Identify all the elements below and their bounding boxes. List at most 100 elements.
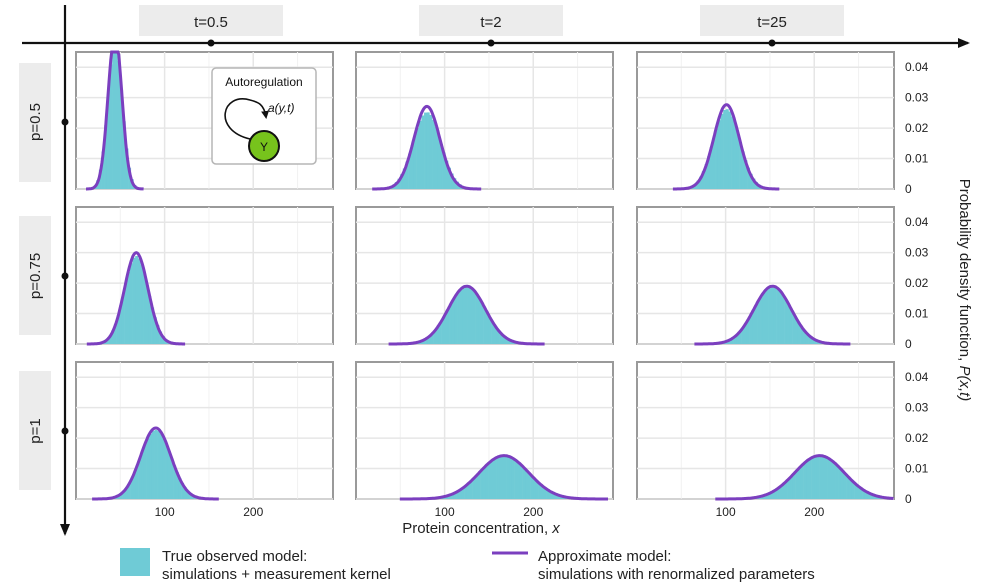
- column-label: t=25: [757, 14, 787, 31]
- histogram-bar: [525, 470, 529, 499]
- histogram-bar: [467, 287, 471, 344]
- histogram-bar: [426, 112, 430, 189]
- histogram-bar: [797, 321, 801, 344]
- column-label: t=2: [480, 14, 501, 31]
- histogram-bar: [830, 460, 834, 499]
- histogram-bar: [766, 493, 770, 499]
- histogram-bar: [546, 489, 550, 499]
- column-strip: [700, 5, 844, 36]
- histogram-bar: [777, 487, 780, 499]
- histogram-bar: [795, 470, 799, 499]
- histogram-bar: [114, 52, 118, 189]
- histogram-bar: [113, 323, 117, 344]
- histogram-bar: [840, 470, 844, 499]
- histogram-bar: [143, 444, 147, 499]
- histogram-bar: [410, 145, 414, 189]
- x-tick-label: 200: [523, 505, 543, 519]
- facet-panel: [75, 50, 334, 191]
- histogram-bar: [119, 305, 123, 344]
- row-strip: [19, 216, 51, 335]
- histogram-bar: [453, 178, 457, 189]
- histogram-bar: [173, 465, 177, 499]
- facet-panel: [355, 206, 614, 346]
- protein-node-label: Y: [260, 140, 268, 154]
- histogram-bar: [470, 289, 474, 344]
- histogram-bar: [472, 291, 476, 344]
- histogram-bar: [503, 456, 507, 499]
- histogram-bar: [109, 64, 113, 189]
- histogram-bar: [447, 167, 451, 189]
- autoregulation-inset: Autoregulation a(y,t) Y: [211, 67, 317, 165]
- histogram-bar: [704, 164, 708, 189]
- histogram-bar: [789, 308, 793, 344]
- histogram-bar: [129, 263, 133, 344]
- histogram-bar: [402, 168, 406, 189]
- histogram-bar: [98, 169, 102, 189]
- x-tick-label: 100: [716, 505, 736, 519]
- approximate-model-curve: [92, 426, 219, 501]
- histogram-bar: [480, 303, 484, 344]
- histogram-bar: [717, 120, 721, 189]
- histogram-bar: [800, 465, 804, 499]
- histogram-bar: [418, 120, 422, 189]
- histogram-bar: [496, 457, 499, 499]
- histogram-bar: [438, 323, 442, 344]
- histogram-bar: [496, 329, 500, 344]
- histogram-bar: [800, 325, 804, 344]
- histogram-bar: [449, 304, 453, 344]
- histogram-bar: [808, 335, 811, 344]
- histogram-bar: [408, 153, 412, 189]
- histogram-bar: [728, 111, 732, 189]
- histogram-bar: [511, 459, 515, 499]
- approximate-model-curve: [694, 284, 851, 346]
- histogram-bar: [762, 292, 766, 344]
- histogram-bar: [149, 433, 153, 499]
- histogram-bar: [741, 151, 745, 189]
- histogram-bar: [859, 487, 863, 499]
- histogram-bar: [838, 467, 842, 499]
- histogram-bar: [867, 492, 871, 499]
- histogram-bar: [802, 329, 806, 344]
- histogram-bar: [120, 89, 124, 189]
- histogram-bar: [424, 112, 428, 189]
- row-label: p=0.5: [27, 103, 44, 141]
- histogram-bar: [557, 494, 561, 499]
- histogram-bar: [162, 438, 166, 499]
- histogram-bar: [862, 489, 866, 499]
- histogram-bar: [522, 467, 526, 499]
- column-strip: [419, 5, 563, 36]
- facet-panel: [75, 206, 334, 346]
- histogram-bar: [819, 456, 823, 499]
- histogram-bar: [816, 456, 820, 499]
- histogram-bar: [810, 337, 814, 344]
- histogram-bar: [106, 93, 110, 189]
- x-axis-title: Protein concentration, x: [402, 520, 560, 537]
- y-axis-title: Probability density function, P(x,t): [956, 179, 973, 402]
- x-tick-label: 100: [435, 505, 455, 519]
- histogram-bar: [749, 314, 753, 344]
- histogram-bar: [465, 287, 468, 344]
- histogram-bar: [543, 487, 547, 499]
- histogram-bar: [814, 456, 818, 499]
- histogram-bar: [769, 492, 773, 499]
- histogram-bar: [457, 292, 460, 344]
- histogram-bar: [822, 456, 826, 499]
- histogram-bar: [554, 493, 558, 499]
- histogram-bar: [464, 485, 468, 499]
- histogram-bar: [779, 485, 783, 499]
- histogram-bar: [451, 300, 455, 344]
- x-tick-label: 100: [155, 505, 175, 519]
- histogram-bar: [824, 457, 828, 499]
- legend-histogram-label-2: simulations + measurement kernel: [162, 566, 391, 583]
- histogram-bar: [157, 431, 161, 499]
- histogram-bar: [490, 460, 494, 499]
- histogram-bar: [757, 300, 761, 344]
- histogram-bar: [808, 459, 812, 499]
- histogram-bar: [771, 491, 775, 499]
- facet-panel: [636, 206, 895, 346]
- y-tick-label: 0.02: [905, 431, 929, 445]
- histogram-bar: [127, 271, 131, 344]
- time-axis-dot: [207, 39, 215, 47]
